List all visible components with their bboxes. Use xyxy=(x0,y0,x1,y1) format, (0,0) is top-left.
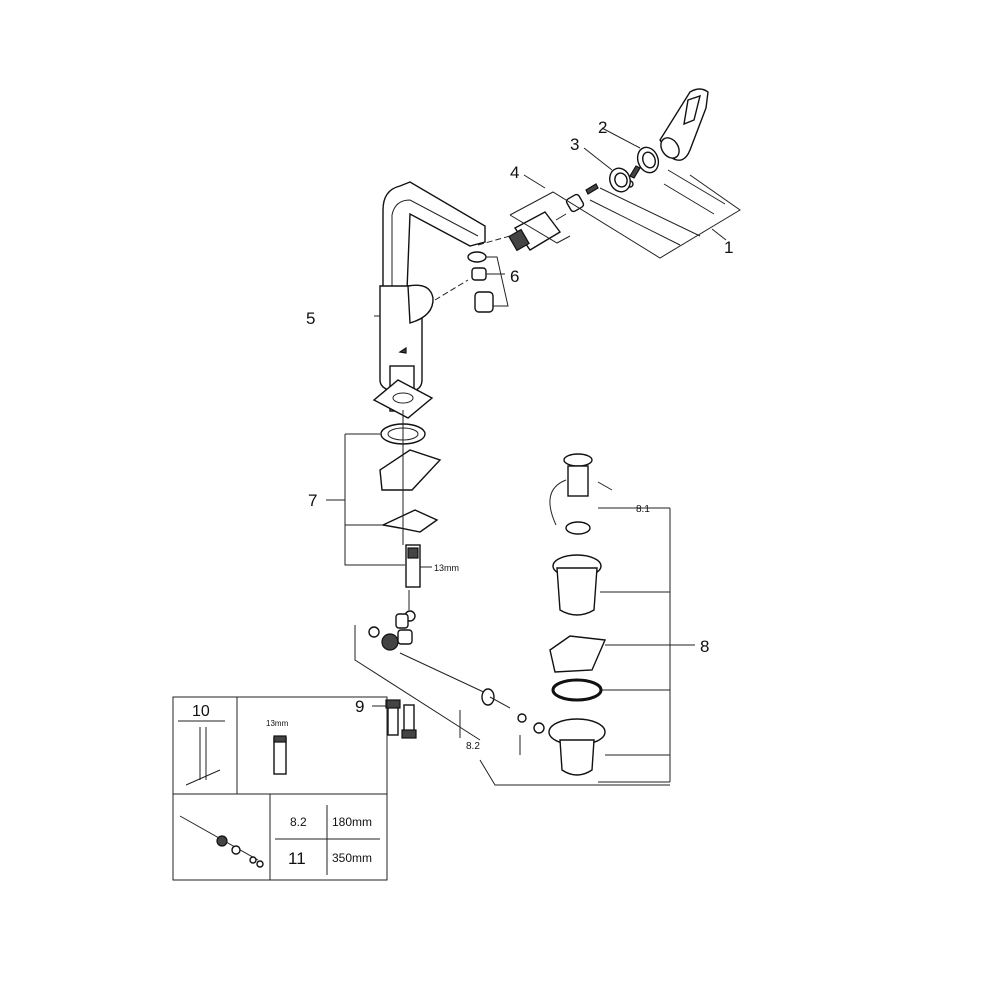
callout-8-1: 8.1 xyxy=(636,504,650,515)
rod-drawing xyxy=(179,815,264,868)
row-length: 180mm xyxy=(332,815,372,829)
callout-7: 7 xyxy=(308,491,317,510)
adapter xyxy=(565,193,585,213)
hoses-part-9 xyxy=(372,699,417,739)
callout-8: 8 xyxy=(700,637,709,656)
mounting-set-part-7 xyxy=(326,410,442,588)
row-length: 350mm xyxy=(332,851,372,865)
callout-8-2: 8.2 xyxy=(466,741,480,752)
wrench-drawing xyxy=(273,735,287,775)
ring-part-3 xyxy=(609,167,631,193)
waste-set-part-8 xyxy=(548,453,695,783)
tool-number: 10 xyxy=(192,703,210,720)
callout-1: 1 xyxy=(724,238,733,257)
popup-rod-assembly xyxy=(354,590,670,786)
callout-3: 3 xyxy=(570,135,579,154)
row-part: 11 xyxy=(288,849,306,868)
tool-size: 13mm xyxy=(266,719,289,728)
wrench-size-label: 13mm xyxy=(434,563,459,573)
row-part: 8.2 xyxy=(290,815,307,829)
mounting-hoses xyxy=(372,365,434,419)
leader-lines-top xyxy=(477,127,741,259)
faucet-body xyxy=(374,181,486,393)
callout-6: 6 xyxy=(510,267,519,286)
small-screw xyxy=(585,183,599,195)
aerator-part-6 xyxy=(434,251,509,313)
legend-table xyxy=(172,696,388,881)
ring-part-2 xyxy=(636,146,660,174)
callout-5: 5 xyxy=(306,309,315,328)
callout-4: 4 xyxy=(510,163,519,182)
lever-handle xyxy=(659,88,709,161)
tool-10-drawing xyxy=(185,727,221,786)
callout-2: 2 xyxy=(598,118,607,137)
callout-9: 9 xyxy=(355,697,364,716)
